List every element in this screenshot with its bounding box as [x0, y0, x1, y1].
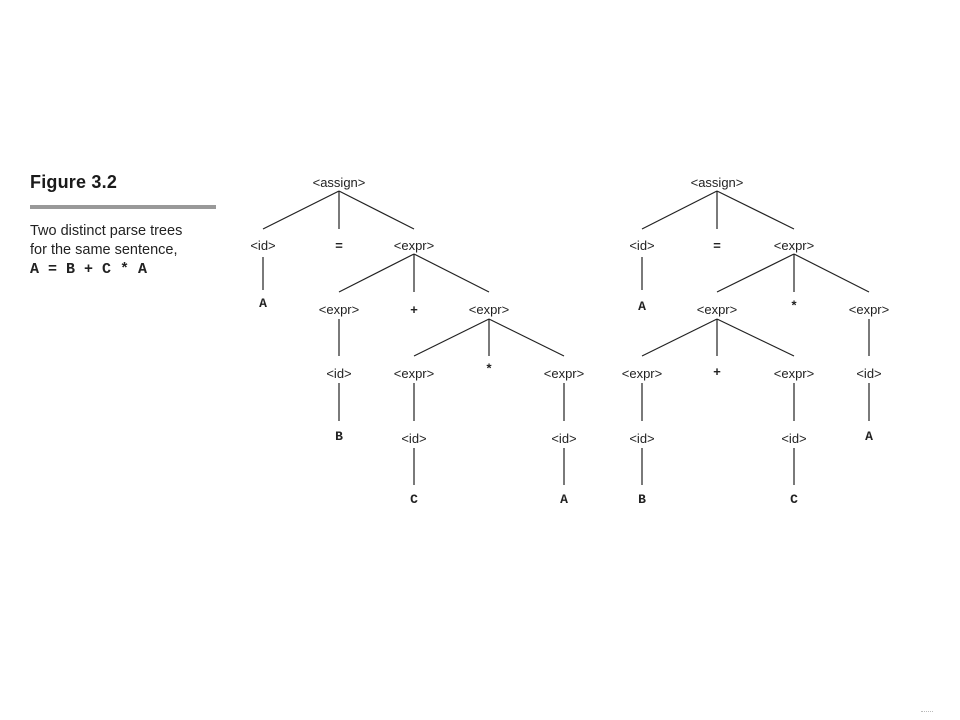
node-expr: <expr>: [544, 366, 584, 381]
leaf-b: B: [335, 429, 343, 444]
leaf-a: A: [865, 429, 873, 444]
node-expr: <expr>: [774, 366, 814, 381]
leaf-b: B: [638, 492, 646, 507]
node-id: <id>: [629, 431, 654, 446]
caption-divider: [30, 205, 216, 209]
node-id: <id>: [401, 431, 426, 446]
node-assign: <assign>: [691, 175, 744, 190]
edge: [641, 190, 718, 230]
description-line-2: for the same sentence,: [30, 242, 178, 258]
leaf-a: A: [259, 296, 267, 311]
edge: [716, 190, 795, 230]
edge: [413, 318, 490, 357]
parse-tree-left: <assign> <id> = <expr> A <expr> + <expr>…: [250, 175, 584, 507]
node-equals: =: [335, 239, 343, 254]
node-equals: =: [713, 239, 721, 254]
node-id: <id>: [326, 366, 351, 381]
node-expr: <expr>: [849, 302, 889, 317]
node-id: <id>: [856, 366, 881, 381]
node-expr: <expr>: [622, 366, 662, 381]
node-id: <id>: [781, 431, 806, 446]
figure-title: Figure 3.2: [30, 172, 118, 192]
node-plus: +: [713, 365, 721, 380]
node-id: <id>: [629, 238, 654, 253]
edge: [413, 253, 490, 293]
node-expr: <expr>: [394, 238, 434, 253]
leaf-a: A: [560, 492, 568, 507]
edge: [338, 190, 415, 230]
figure-caption: Figure 3.2 Two distinct parse trees for …: [30, 172, 220, 279]
edge: [262, 190, 340, 230]
edge: [338, 253, 415, 293]
description-line-1: Two distinct parse trees: [30, 223, 183, 239]
parse-tree-right: <assign> <id> = <expr> A <expr> * <expr>…: [622, 175, 889, 507]
node-expr: <expr>: [697, 302, 737, 317]
edge: [716, 253, 795, 293]
node-plus: +: [410, 303, 418, 318]
figure-description: Two distinct parse trees for the same se…: [30, 222, 220, 279]
example-sentence: A = B + C * A: [30, 261, 148, 278]
node-id: <id>: [551, 431, 576, 446]
node-expr: <expr>: [319, 302, 359, 317]
node-assign: <assign>: [313, 175, 366, 190]
node-expr: <expr>: [394, 366, 434, 381]
page-corner-mark: [921, 711, 933, 714]
node-id: <id>: [250, 238, 275, 253]
node-star: *: [485, 362, 493, 377]
edge: [488, 318, 565, 357]
edge: [793, 253, 870, 293]
node-star: *: [790, 299, 798, 314]
edge: [716, 318, 795, 357]
edge: [641, 318, 718, 357]
node-expr: <expr>: [774, 238, 814, 253]
node-expr: <expr>: [469, 302, 509, 317]
leaf-c: C: [410, 492, 418, 507]
leaf-a: A: [638, 299, 646, 314]
leaf-c: C: [790, 492, 798, 507]
